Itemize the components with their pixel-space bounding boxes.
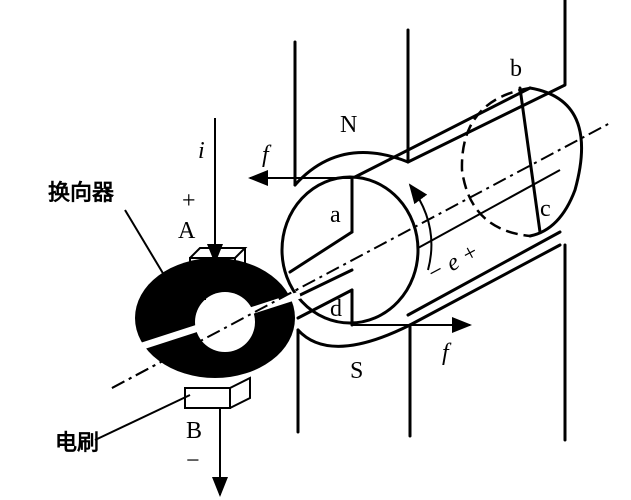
north-pole — [293, 0, 567, 187]
brush-label: 电刷 — [55, 431, 99, 456]
coil-c-label: c — [540, 196, 551, 222]
coil-d-label: d — [330, 296, 342, 322]
shaft-upper — [288, 230, 354, 274]
commutator-leader — [124, 209, 171, 286]
current-label: i — [198, 138, 205, 164]
pole-s-label: S — [350, 358, 363, 384]
coil-a-label: a — [330, 202, 341, 228]
minus-label: − — [186, 448, 200, 474]
coil — [296, 86, 542, 327]
commutator-label: 换向器 — [48, 180, 115, 206]
coil-b-label: b — [510, 56, 522, 82]
rotation-arrow — [408, 183, 433, 271]
terminal-a-label: A — [178, 218, 196, 244]
force-bottom-label: f — [442, 340, 452, 366]
plus-label: + — [182, 188, 196, 214]
pole-n-label: N — [340, 112, 357, 138]
south-pole — [296, 243, 567, 442]
brush-bottom — [184, 376, 251, 409]
shaft-lower — [296, 268, 354, 298]
armature — [280, 86, 583, 325]
commutator — [111, 258, 302, 389]
terminal-b-label: B — [186, 418, 202, 444]
brush-leader — [94, 394, 191, 441]
force-top-label: f — [262, 142, 272, 168]
